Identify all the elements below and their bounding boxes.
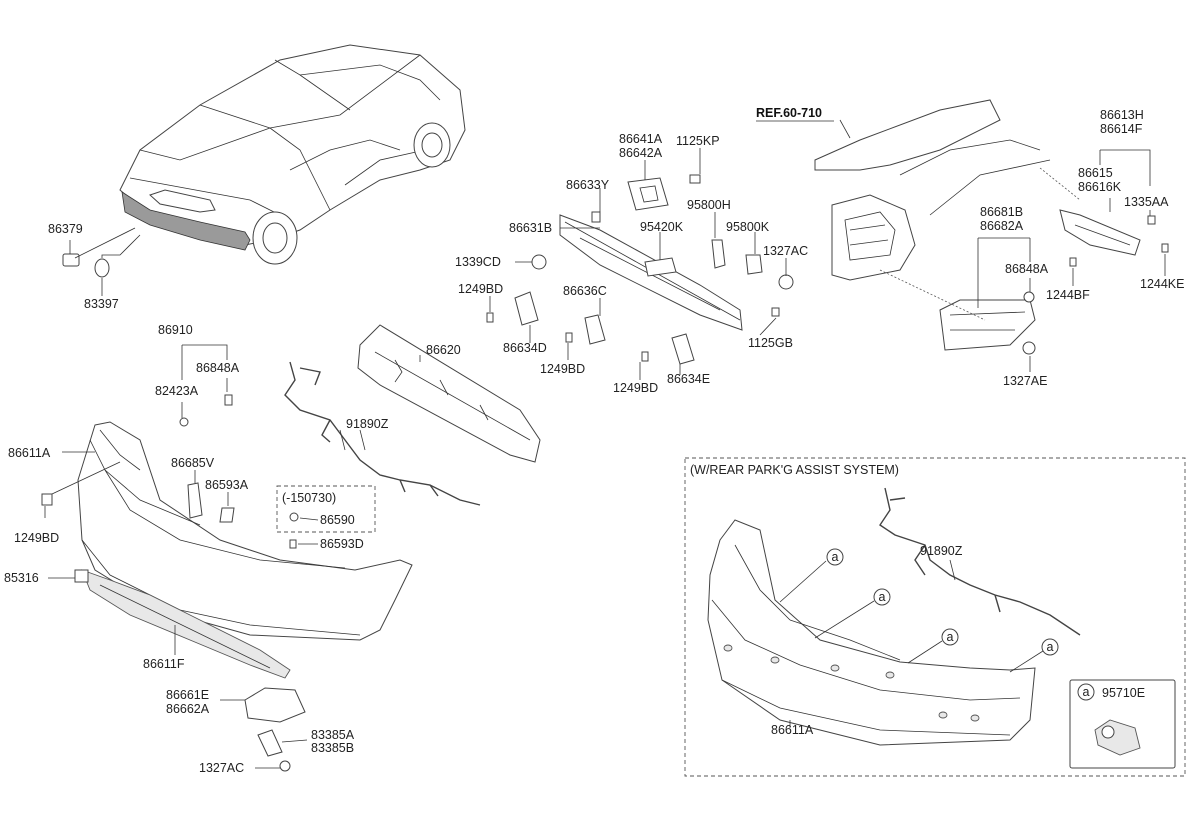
label-1244KE: 1244KE <box>1140 277 1184 291</box>
label-86910: 86910 <box>158 323 193 337</box>
label-86615: 86615 <box>1078 166 1113 180</box>
label-1244BF: 1244BF <box>1046 288 1090 302</box>
rear-fender-area <box>814 99 1169 372</box>
date-box-label: (-150730) <box>282 491 336 505</box>
label-1125GB: 1125GB <box>748 336 793 350</box>
label-86613H: 86613H <box>1100 108 1144 122</box>
svg-text:a: a <box>832 550 839 564</box>
label-91890Z-b: 91890Z <box>920 544 963 558</box>
label-1249BD-c: 1249BD <box>613 381 658 395</box>
label-86685V: 86685V <box>171 456 215 470</box>
legend-part-label: 95710E <box>1102 686 1145 700</box>
label-86661E: 86661E <box>166 688 209 702</box>
label-1339CD: 1339CD <box>455 255 501 269</box>
ref-label: REF.60-710 <box>756 106 822 120</box>
label-86614F: 86614F <box>1100 122 1143 136</box>
date-box-frame <box>276 485 376 533</box>
svg-text:a: a <box>947 630 954 644</box>
label-1249BD-d: 1249BD <box>14 531 59 545</box>
label-82423A: 82423A <box>155 384 199 398</box>
label-83385A: 83385A <box>311 728 355 742</box>
label-86634E: 86634E <box>667 372 710 386</box>
svg-text:a: a <box>1047 640 1054 654</box>
label-86611A-a: 86611A <box>8 446 51 460</box>
wiring-harness-main <box>284 361 481 506</box>
label-86611F: 86611F <box>143 657 185 671</box>
bumper-cover-main <box>41 344 413 772</box>
label-86379: 86379 <box>48 222 83 236</box>
label-1327AC-b: 1327AC <box>199 761 244 775</box>
svg-text:a: a <box>1083 685 1090 699</box>
label-86611A-b: 86611A <box>771 723 814 737</box>
label-86662A: 86662A <box>166 702 210 716</box>
label-86636C: 86636C <box>563 284 607 298</box>
label-83385B: 83385B <box>311 741 354 755</box>
label-1327AC-a: 1327AC <box>763 244 808 258</box>
label-86620: 86620 <box>426 343 461 357</box>
energy-absorber <box>357 324 541 463</box>
bumper-beam-assembly <box>486 148 794 380</box>
label-95420K: 95420K <box>640 220 684 234</box>
label-86593A: 86593A <box>205 478 249 492</box>
option-box-frame <box>684 457 1186 777</box>
callout-a-1: a <box>826 548 844 566</box>
svg-text:a: a <box>879 590 886 604</box>
label-86642A: 86642A <box>619 146 663 160</box>
callout-a-3: a <box>941 628 959 646</box>
option-box-title: (W/REAR PARK'G ASSIST SYSTEM) <box>690 463 899 477</box>
label-86593D: 86593D <box>320 537 364 551</box>
label-1249BD-b: 1249BD <box>540 362 585 376</box>
bumper-cover-park-assist <box>707 487 1176 769</box>
label-86634D: 86634D <box>503 341 547 355</box>
label-95800H: 95800H <box>687 198 731 212</box>
label-91890Z-a: 91890Z <box>346 417 389 431</box>
callout-a-2: a <box>873 588 891 606</box>
car-illustration <box>62 44 466 296</box>
label-86682A: 86682A <box>980 219 1024 233</box>
label-83397: 83397 <box>84 297 119 311</box>
label-1335AA: 1335AA <box>1124 195 1169 209</box>
label-86633Y: 86633Y <box>566 178 610 192</box>
label-1249BD-a: 1249BD <box>458 282 503 296</box>
label-86631B: 86631B <box>509 221 552 235</box>
label-85316: 85316 <box>4 571 39 585</box>
label-1327AE: 1327AE <box>1003 374 1047 388</box>
label-86681B: 86681B <box>980 205 1023 219</box>
label-86848A-b: 86848A <box>196 361 240 375</box>
callout-a-4: a <box>1041 638 1059 656</box>
label-86616K: 86616K <box>1078 180 1122 194</box>
legend-marker: a <box>1077 683 1095 701</box>
label-86590: 86590 <box>320 513 355 527</box>
label-95800K: 95800K <box>726 220 770 234</box>
label-86848A-a: 86848A <box>1005 262 1049 276</box>
label-86641A: 86641A <box>619 132 663 146</box>
label-1125KP: 1125KP <box>676 134 720 148</box>
